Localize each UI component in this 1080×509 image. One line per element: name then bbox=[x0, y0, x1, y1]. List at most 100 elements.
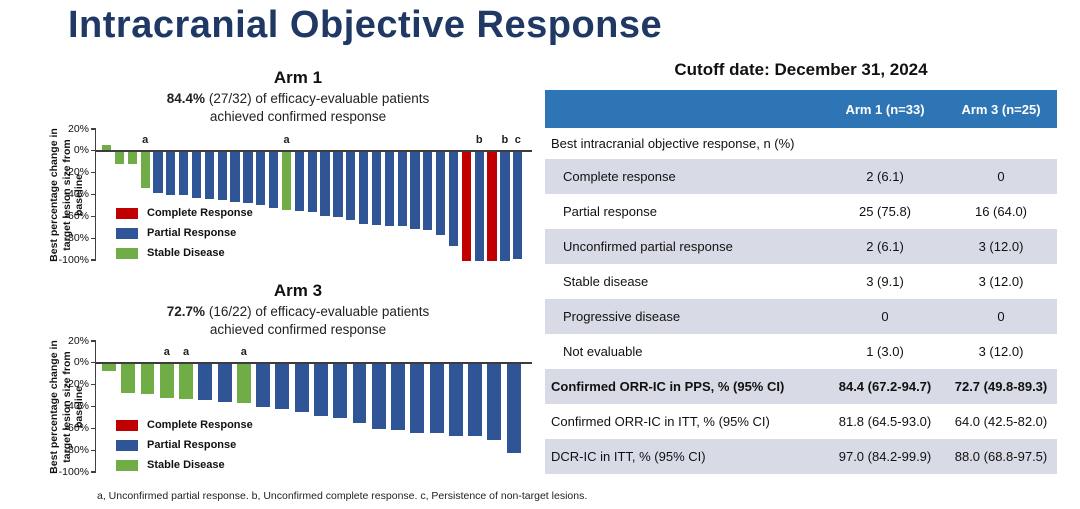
y-tick-mark bbox=[91, 237, 96, 239]
legend-label: Partial Response bbox=[147, 439, 237, 451]
bar bbox=[397, 151, 407, 227]
y-tick-mark bbox=[91, 215, 96, 217]
bar bbox=[346, 151, 356, 220]
row-value: 97.0 (84.2-99.9) bbox=[825, 439, 945, 474]
table-column-header: Arm 1 (n=33) bbox=[825, 90, 945, 128]
bar bbox=[410, 151, 420, 230]
bar-note: a bbox=[142, 133, 149, 146]
legend-swatch bbox=[116, 459, 138, 471]
y-tick-label: 20% bbox=[67, 334, 89, 347]
legend-item: Partial Response bbox=[116, 223, 253, 243]
y-tick-mark bbox=[91, 362, 96, 364]
legend-label: Partial Response bbox=[147, 227, 237, 239]
arm3-response-rate: 72.7% bbox=[166, 304, 206, 319]
bar bbox=[243, 151, 253, 204]
bar bbox=[127, 151, 137, 164]
row-value: 0 bbox=[825, 299, 945, 334]
y-tick-label: 20% bbox=[67, 122, 89, 135]
bar-note: a bbox=[182, 345, 190, 358]
legend-item: Stable Disease bbox=[116, 243, 253, 263]
row-value: 1 (3.0) bbox=[866, 344, 904, 359]
page-title: Intracranial Objective Response bbox=[68, 4, 663, 46]
bar bbox=[179, 151, 189, 196]
legend-item: Complete Response bbox=[116, 415, 253, 435]
y-tick-label: -100% bbox=[58, 465, 89, 478]
y-tick-mark bbox=[91, 128, 96, 130]
legend-swatch bbox=[116, 419, 138, 431]
chart-arm1-title: Arm 1 bbox=[273, 68, 323, 87]
y-tick-label: -60% bbox=[64, 209, 89, 222]
footnote: a, Unconfirmed partial response. b, Unco… bbox=[97, 490, 588, 502]
bar bbox=[448, 151, 459, 246]
bar bbox=[391, 363, 405, 431]
row-value: 3 (9.1) bbox=[866, 274, 904, 289]
row-label: DCR-IC in ITT, % (95% CI) bbox=[545, 439, 825, 474]
bar bbox=[294, 151, 304, 211]
row-label: Confirmed ORR-IC in ITT, % (95% CI) bbox=[551, 414, 770, 429]
bar bbox=[474, 151, 484, 261]
row-value: 81.8 (64.5-93.0) bbox=[838, 414, 932, 429]
table-row: Best intracranial objective response, n … bbox=[545, 128, 1057, 159]
row-value: 3 (12.0) bbox=[978, 274, 1024, 289]
chart-arm1-subtitle: 84.4% (27/32) of efficacy-evaluable pati… bbox=[166, 91, 430, 124]
y-tick-label: -80% bbox=[64, 231, 89, 244]
bar bbox=[307, 151, 317, 212]
bar bbox=[410, 363, 425, 433]
results-table: Arm 1 (n=33)Arm 3 (n=25) Best intracrani… bbox=[545, 90, 1057, 474]
bar bbox=[159, 363, 174, 398]
row-value: 2 (6.1) bbox=[825, 159, 945, 194]
y-tick-label: 0% bbox=[73, 144, 89, 157]
y-tick-label: -40% bbox=[64, 400, 89, 412]
bar bbox=[102, 363, 116, 372]
bar bbox=[371, 363, 386, 430]
bar bbox=[487, 151, 497, 261]
bar bbox=[275, 363, 290, 409]
row-label: Best intracranial objective response, n … bbox=[551, 136, 795, 151]
chart-arm3-title: Arm 3 bbox=[273, 281, 323, 300]
legend-swatch bbox=[116, 227, 138, 239]
chart-arm3-header: Arm 3 72.7% (16/22) of efficacy-evaluabl… bbox=[80, 281, 516, 339]
bar bbox=[461, 151, 471, 261]
row-label: Not evaluable bbox=[563, 344, 643, 359]
legend-label: Complete Response bbox=[147, 207, 253, 219]
row-label: Unconfirmed partial response bbox=[545, 229, 825, 264]
bar-note: a bbox=[240, 345, 247, 358]
y-tick-mark bbox=[91, 259, 96, 261]
table-row: Confirmed ORR-IC in ITT, % (95% CI) 81.8 … bbox=[545, 404, 1057, 439]
bar bbox=[269, 151, 279, 208]
y-tick-label: -20% bbox=[64, 166, 89, 179]
row-value: 64.0 (42.5-82.0) bbox=[954, 414, 1048, 429]
bar bbox=[204, 151, 215, 199]
y-tick-mark bbox=[91, 150, 96, 152]
bar bbox=[102, 145, 112, 151]
bar bbox=[191, 151, 202, 198]
bar-note: a bbox=[163, 345, 170, 358]
y-tick-mark bbox=[91, 449, 96, 451]
cutoff-date: Cutoff date: December 31, 2024 bbox=[674, 60, 928, 79]
row-value: 3 (12.0) bbox=[978, 344, 1024, 359]
bar bbox=[436, 151, 446, 235]
bar bbox=[384, 151, 394, 227]
bar bbox=[256, 151, 266, 206]
legend-item: Complete Response bbox=[116, 203, 253, 223]
legend-swatch bbox=[116, 439, 138, 451]
row-value: 0 bbox=[945, 299, 1057, 334]
bar bbox=[358, 151, 369, 224]
bar bbox=[114, 151, 125, 164]
bar bbox=[121, 363, 136, 394]
results-table-panel: Arm 1 (n=33)Arm 3 (n=25) Best intracrani… bbox=[545, 90, 1057, 474]
row-value bbox=[945, 128, 1057, 159]
table-row: DCR-IC in ITT, % (95% CI)97.0 (84.2-99.9… bbox=[545, 439, 1057, 474]
bar-note: b bbox=[475, 133, 483, 146]
y-tick-label: -60% bbox=[64, 421, 89, 434]
bar bbox=[513, 151, 523, 259]
